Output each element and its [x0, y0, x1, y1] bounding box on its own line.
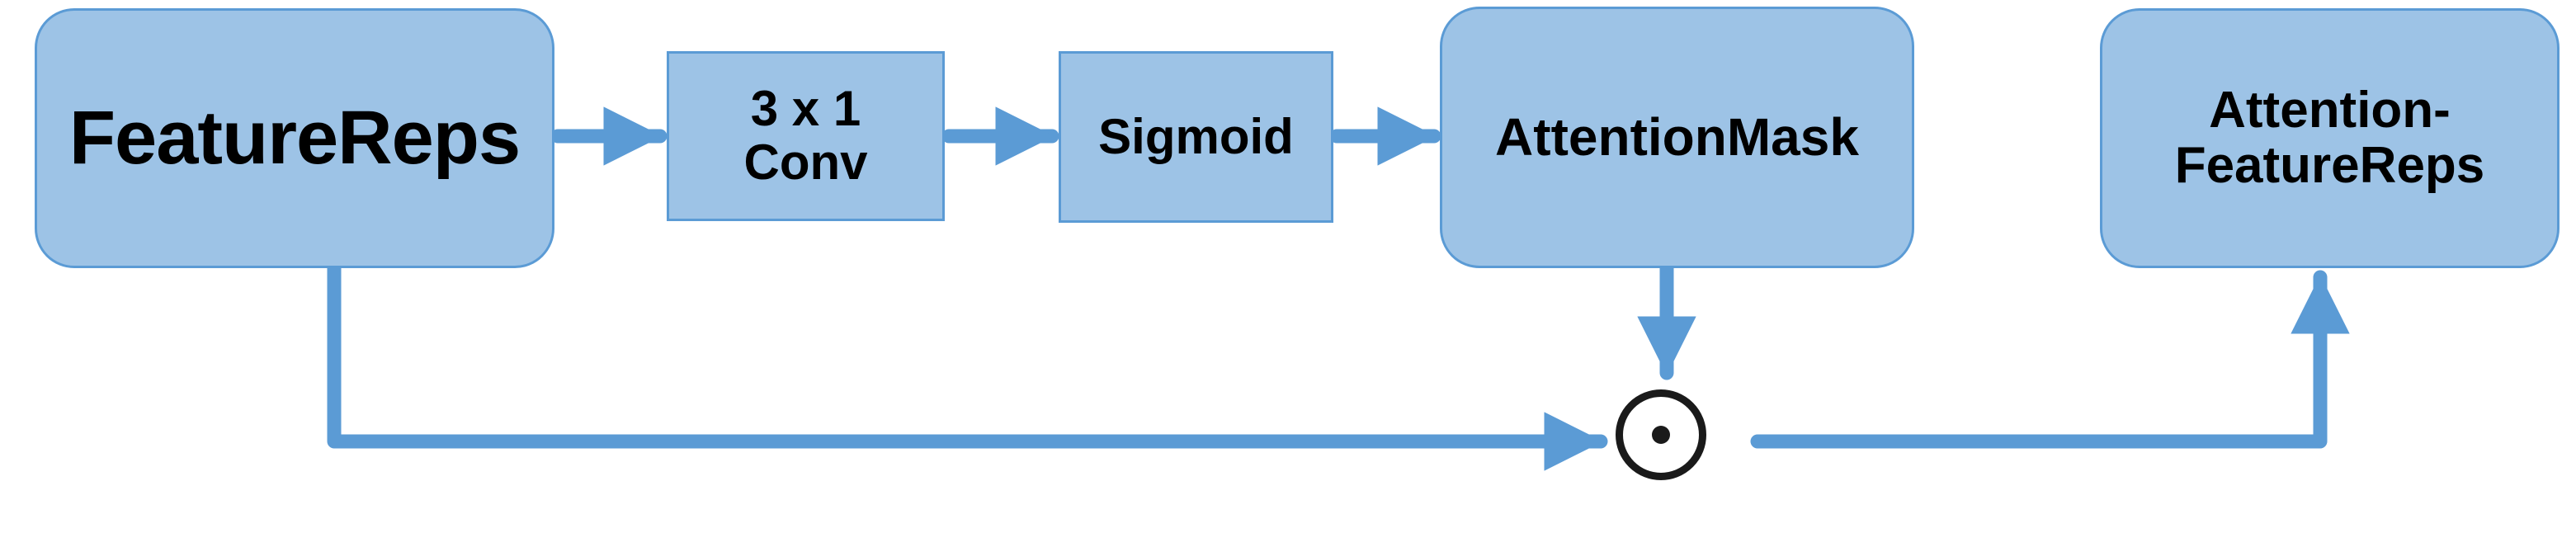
node-sigmoid[interactable]: Sigmoid: [1059, 51, 1333, 223]
edge-multiply-to-attention-featurereps: [1750, 270, 2350, 449]
multiply-dot: [1652, 426, 1670, 444]
edge-featurereps-to-multiply: [327, 261, 1608, 471]
node-attention-featurereps[interactable]: Attention- FeatureReps: [2100, 8, 2559, 268]
node-featurereps[interactable]: FeatureReps: [35, 8, 554, 268]
node-attention-mask[interactable]: AttentionMask: [1440, 7, 1914, 268]
node-conv[interactable]: 3 x 1 Conv: [667, 51, 945, 221]
elementwise-multiply-icon[interactable]: [1616, 389, 1706, 480]
